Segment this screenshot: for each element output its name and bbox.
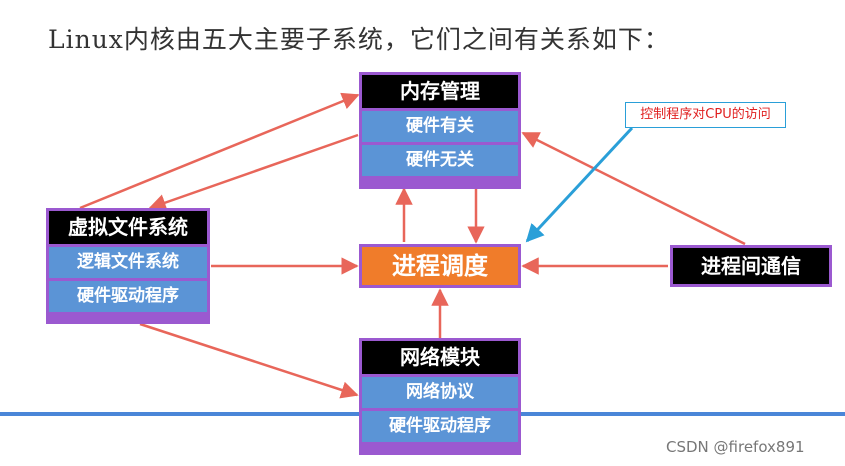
- vfs-hw-driver-item: 硬件驱动程序: [49, 281, 207, 312]
- network-module: 网络模块 网络协议 硬件驱动程序: [359, 338, 521, 455]
- network-protocol-item: 网络协议: [362, 377, 518, 408]
- watermark: CSDN @firefox891: [666, 438, 805, 456]
- process-scheduler-box: 进程调度: [359, 244, 521, 288]
- arrow-ipc-to-memory: [521, 131, 746, 246]
- virtual-filesystem-module: 虚拟文件系统 逻辑文件系统 硬件驱动程序: [46, 208, 210, 324]
- arrow-vfs-to-network: [139, 322, 359, 399]
- memory-management-title: 内存管理: [362, 75, 518, 108]
- page-heading: Linux内核由五大主要子系统，它们之间有关系如下：: [48, 25, 670, 54]
- vfs-logical-fs-item: 逻辑文件系统: [49, 247, 207, 278]
- ipc-box: 进程间通信: [670, 245, 832, 287]
- arrow-vfs-to-memory: [79, 92, 360, 210]
- memory-hw-independent-item: 硬件无关: [362, 145, 518, 176]
- memory-management-module: 内存管理 硬件有关 硬件无关: [359, 72, 521, 189]
- network-module-title: 网络模块: [362, 341, 518, 374]
- arrow-memory-to-vfs: [148, 133, 359, 212]
- cpu-access-annotation: 控制程序对CPU的访问: [625, 102, 786, 128]
- memory-hw-dependent-item: 硬件有关: [362, 111, 518, 142]
- virtual-filesystem-title: 虚拟文件系统: [49, 211, 207, 244]
- network-hw-driver-item: 硬件驱动程序: [362, 411, 518, 442]
- annotation-pointer-arrow: [525, 126, 634, 243]
